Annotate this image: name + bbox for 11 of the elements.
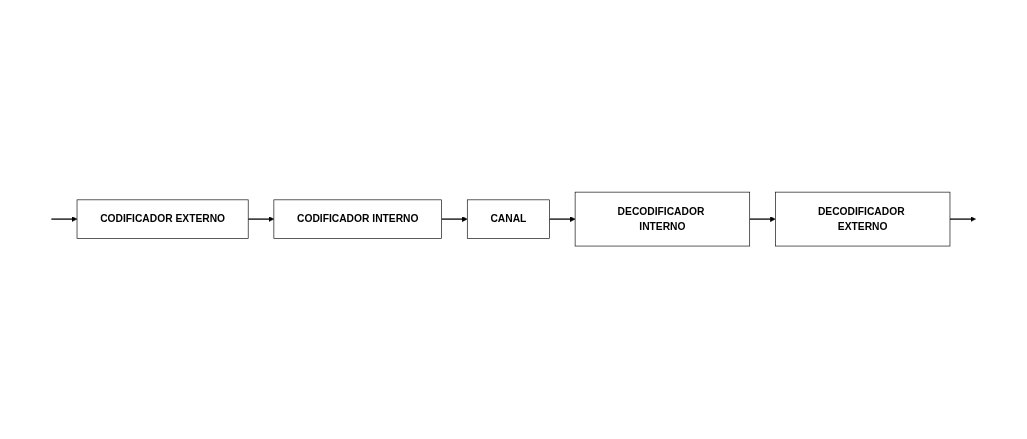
arrow xyxy=(440,216,468,223)
node-box: CODIFICADOR EXTERNO xyxy=(76,199,249,240)
arrow xyxy=(548,216,576,223)
node-box: DECODIFICADOR INTERNO xyxy=(574,192,751,247)
arrow xyxy=(949,216,976,223)
node-box: CANAL xyxy=(466,199,550,240)
node-box: CODIFICADOR INTERNO xyxy=(273,199,442,240)
arrow xyxy=(50,216,78,223)
arrow xyxy=(247,216,275,223)
node-box: DECODIFICADOR EXTERNO xyxy=(775,192,951,247)
arrow xyxy=(749,216,776,223)
